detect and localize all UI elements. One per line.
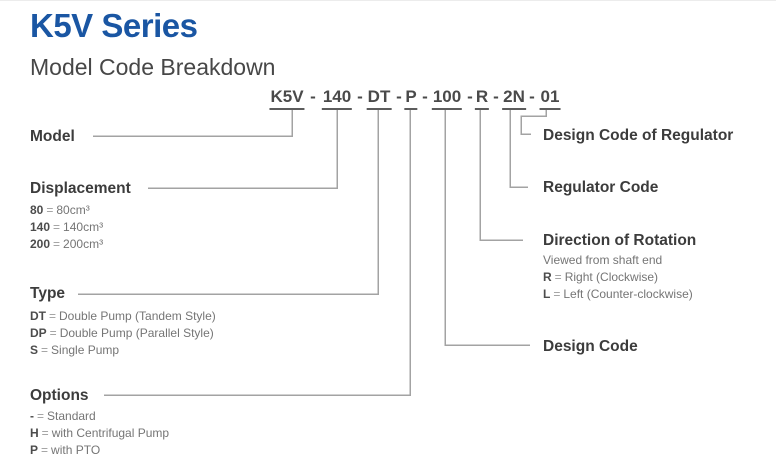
code-segment-model: K5V <box>269 87 305 110</box>
legend-item-options-standard: -=Standard <box>30 409 96 423</box>
legend-item-type-dt: DT=Double Pump (Tandem Style) <box>30 309 216 323</box>
section-heading-regulator-code: Regulator Code <box>543 179 659 196</box>
section-heading-design-code: Design Code <box>543 338 638 355</box>
legend-item-type-s: S=Single Pump <box>30 343 120 357</box>
code-separator: - <box>396 87 402 106</box>
code-segment-options: P <box>404 87 418 110</box>
legend-item-displacement-140: 140=140cm³ <box>30 220 104 234</box>
page-subtitle: Model Code Breakdown <box>30 54 276 80</box>
section-heading-direction-of-rotation: Direction of Rotation <box>543 232 697 249</box>
connector-design-code-line <box>444 108 530 346</box>
code-separator: - <box>310 87 316 106</box>
connector-model-line <box>93 108 293 137</box>
code-segment-design-code: 100 <box>431 87 463 110</box>
connector-type-line <box>78 108 379 295</box>
legend-item-displacement-80: 80=80cm³ <box>30 203 90 217</box>
direction-note: Viewed from shaft end <box>543 253 663 267</box>
connector-options-line <box>104 108 411 396</box>
legend-item-rotation-l: L=Left (Counter-clockwise) <box>543 287 693 301</box>
section-heading-displacement: Displacement <box>30 180 131 197</box>
page-title: K5V Series <box>30 7 198 44</box>
code-separator: - <box>422 87 428 106</box>
section-heading-options: Options <box>30 387 89 404</box>
code-segment-displacement: 140 <box>321 87 353 110</box>
code-separator: - <box>467 87 473 106</box>
legend-item-options-p: P=with PTO <box>30 443 101 457</box>
legend-item-rotation-r: R=Right (Clockwise) <box>543 270 659 284</box>
connector-displacement-line <box>148 108 338 189</box>
connector-regulator-code-line <box>509 108 528 188</box>
section-heading-type: Type <box>30 285 66 302</box>
code-separator: - <box>529 87 535 106</box>
legend-item-options-h: H=with Centrifugal Pump <box>30 426 170 440</box>
connector-direction-line <box>479 108 523 241</box>
section-heading-design-code-of-regulator: Design Code of Regulator <box>543 127 734 144</box>
code-segment-regulator: 2N <box>502 87 526 110</box>
legend-item-displacement-200: 200=200cm³ <box>30 237 104 251</box>
code-segment-rotation: R <box>474 87 490 110</box>
legend-item-type-dp: DP=Double Pump (Parallel Style) <box>30 326 214 340</box>
code-separator: - <box>493 87 499 106</box>
code-segment-regulator-design: 01 <box>539 87 561 110</box>
section-heading-model: Model <box>30 128 75 145</box>
code-separator: - <box>357 87 363 106</box>
code-segment-type: DT <box>366 87 392 110</box>
